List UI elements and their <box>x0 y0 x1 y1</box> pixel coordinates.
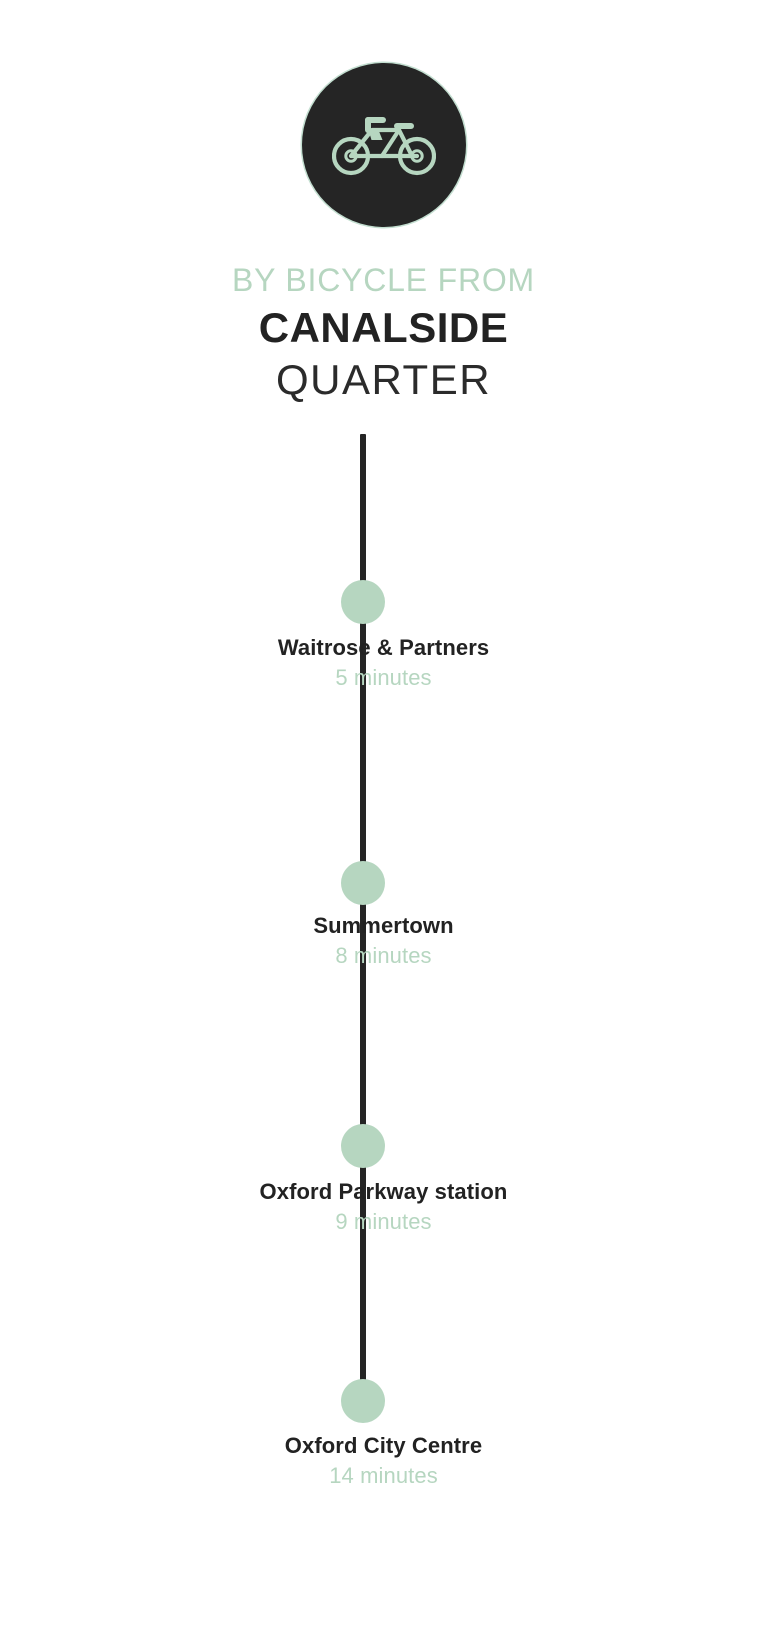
stop-dot-oxford-city-centre[interactable] <box>341 1379 385 1423</box>
badge-container <box>0 63 767 227</box>
stop-label-oxford-city-centre: Oxford City Centre 14 minutes <box>0 1431 767 1491</box>
stop-time: 5 minutes <box>335 665 432 690</box>
stop-time: 9 minutes <box>335 1209 432 1234</box>
stop-name: Summertown <box>313 913 454 938</box>
stop-name: Oxford City Centre <box>284 1433 483 1458</box>
stop-time: 8 minutes <box>335 943 432 968</box>
stop-label-oxford-parkway-station: Oxford Parkway station 9 minutes <box>0 1177 767 1237</box>
stop-time: 14 minutes <box>329 1463 438 1488</box>
stop-name: Waitrose & Partners <box>277 635 490 660</box>
stop-dot-summertown[interactable] <box>341 861 385 905</box>
route-line-segment-3 <box>360 1146 366 1401</box>
route-line-segment-start <box>360 434 366 602</box>
stop-name: Oxford Parkway station <box>259 1179 508 1204</box>
bicycle-icon <box>331 114 436 176</box>
stop-label-summertown: Summertown 8 minutes <box>0 911 767 971</box>
page-title: CANALSIDE <box>258 304 509 351</box>
stop-label-waitrose-and-partners: Waitrose & Partners 5 minutes <box>0 633 767 693</box>
page-subtitle: QUARTER <box>275 356 492 403</box>
stop-dot-oxford-parkway-station[interactable] <box>341 1124 385 1168</box>
route-line-segment-1 <box>360 602 366 883</box>
route-line-segment-2 <box>360 883 366 1146</box>
bicycle-badge <box>301 63 466 227</box>
stop-dot-waitrose-and-partners[interactable] <box>341 580 385 624</box>
heading-block: BY BICYCLE FROM CANALSIDE QUARTER <box>0 258 767 406</box>
kicker-text: BY BICYCLE FROM <box>231 262 536 298</box>
